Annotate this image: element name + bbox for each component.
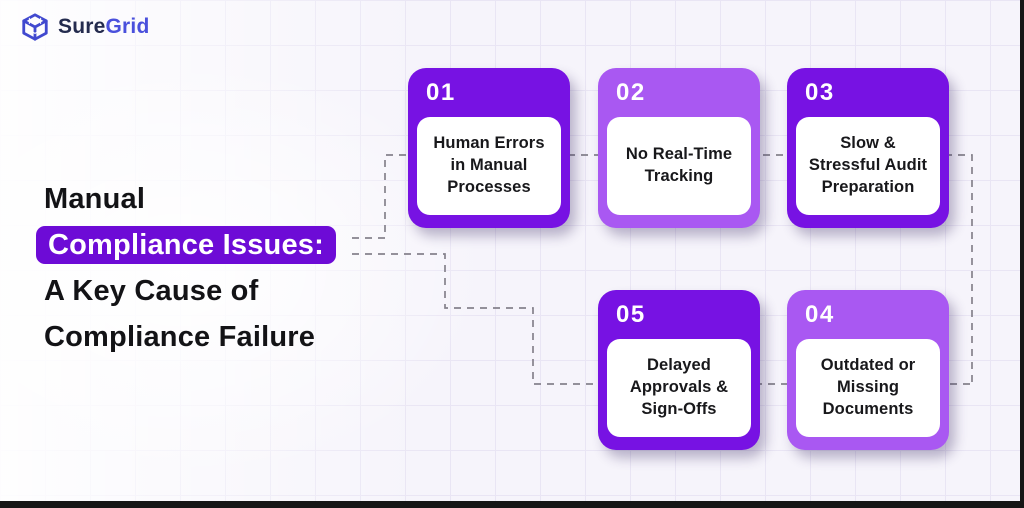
title-line-4: Compliance Failure	[44, 321, 316, 353]
card-01-number: 01	[426, 79, 456, 106]
card-03-number: 03	[805, 79, 835, 106]
card-02-label: No Real-Time Tracking	[625, 145, 733, 185]
main-title: Manual Compliance Issues: A Key Cause of…	[36, 176, 336, 360]
title-highlight: Compliance Issues:	[36, 226, 336, 264]
card-04-body: Outdated or Missing Documents	[796, 339, 940, 437]
card-02-body: No Real-Time Tracking	[607, 117, 751, 215]
card-03-label: Slow & Stressful Audit Preparation	[808, 134, 928, 196]
card-01-body: Human Errors in Manual Processes	[417, 117, 561, 215]
frame-right-edge	[1020, 0, 1024, 508]
brand-logo: SureGrid	[20, 12, 149, 42]
card-05-label: Delayed Approvals & Sign-Offs	[629, 356, 729, 418]
card-04-number: 04	[805, 301, 835, 328]
card-05-number: 05	[616, 301, 646, 328]
card-01: 01 Human Errors in Manual Processes	[408, 68, 570, 228]
suregrid-cube-icon	[22, 13, 48, 41]
card-04-label: Outdated or Missing Documents	[820, 356, 916, 418]
card-03: 03 Slow & Stressful Audit Preparation	[787, 68, 949, 228]
card-02-number: 02	[616, 79, 646, 106]
card-05-body: Delayed Approvals & Sign-Offs	[607, 339, 751, 437]
brand-name: SureGrid	[58, 15, 149, 39]
card-03-body: Slow & Stressful Audit Preparation	[796, 117, 940, 215]
card-01-label: Human Errors in Manual Processes	[433, 134, 545, 196]
card-05: 05 Delayed Approvals & Sign-Offs	[598, 290, 760, 450]
card-02: 02 No Real-Time Tracking	[598, 68, 760, 228]
title-line-3: A Key Cause of	[44, 275, 259, 307]
brand-name-primary: Sure	[58, 15, 106, 38]
brand-name-secondary: Grid	[105, 15, 150, 38]
card-04: 04 Outdated or Missing Documents	[787, 290, 949, 450]
title-line-1: Manual	[44, 183, 146, 215]
frame-bottom-edge	[0, 501, 1024, 508]
title-line-2: Compliance Issues:	[36, 222, 336, 268]
